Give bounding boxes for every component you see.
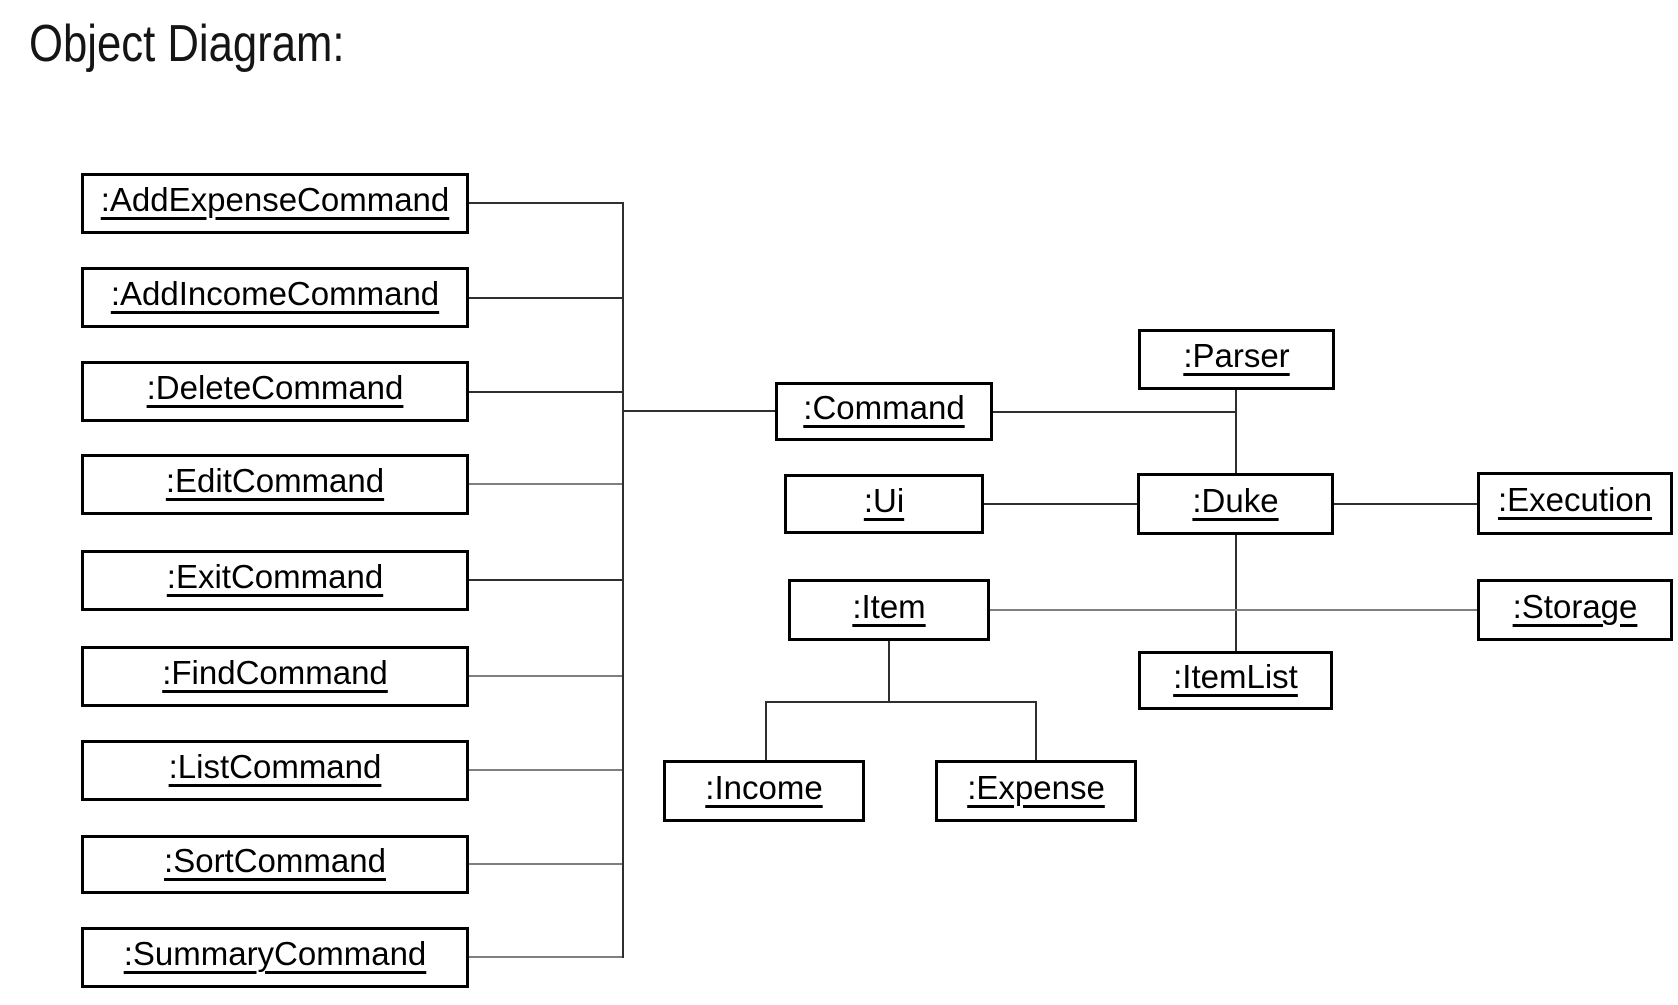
object-duke: :Duke bbox=[1137, 473, 1334, 535]
connector-trunk-vertical bbox=[622, 202, 624, 958]
object-label: :AddExpenseCommand bbox=[100, 181, 450, 219]
object-ui: :Ui bbox=[784, 474, 984, 534]
page-title: Object Diagram: bbox=[29, 15, 345, 73]
connector-exit-to-trunk bbox=[469, 579, 624, 581]
connector-ui-to-duke bbox=[984, 503, 1137, 505]
object-edit-command: :EditCommand bbox=[81, 454, 469, 515]
object-label: :Ui bbox=[863, 481, 905, 519]
object-label: :SummaryCommand bbox=[123, 935, 427, 973]
object-expense: :Expense bbox=[935, 760, 1137, 822]
object-add-income-command: :AddIncomeCommand bbox=[81, 267, 469, 328]
object-label: :Execution bbox=[1497, 481, 1653, 519]
connector-find-to-trunk bbox=[469, 675, 624, 677]
object-label: :Storage bbox=[1512, 587, 1638, 625]
object-delete-command: :DeleteCommand bbox=[81, 361, 469, 422]
connector-item-to-storage bbox=[990, 609, 1477, 611]
connector-item-stem bbox=[888, 641, 890, 702]
connector-list-to-trunk bbox=[469, 769, 624, 771]
connector-summary-to-trunk bbox=[469, 956, 624, 958]
object-label: :AddIncomeCommand bbox=[110, 275, 440, 313]
object-label: :ListCommand bbox=[168, 748, 382, 786]
object-label: :FindCommand bbox=[162, 654, 388, 692]
connector-delete-to-trunk bbox=[469, 391, 624, 393]
object-label: :ExitCommand bbox=[166, 558, 384, 596]
object-sort-command: :SortCommand bbox=[81, 835, 469, 894]
connector-edit-to-trunk bbox=[469, 483, 624, 485]
connector-add-income-to-trunk bbox=[469, 297, 624, 299]
connector-duke-to-execution bbox=[1334, 503, 1477, 505]
object-label: :Command bbox=[803, 389, 965, 427]
object-summary-command: :SummaryCommand bbox=[81, 927, 469, 988]
object-execution: :Execution bbox=[1477, 472, 1673, 535]
object-label: :Expense bbox=[967, 768, 1105, 806]
object-add-expense-command: :AddExpenseCommand bbox=[81, 173, 469, 234]
connector-trunk-to-command bbox=[624, 410, 775, 412]
connector-income-drop bbox=[765, 701, 767, 760]
connector-sort-to-trunk bbox=[469, 863, 624, 865]
object-label: :Income bbox=[705, 768, 823, 806]
object-label: :DeleteCommand bbox=[146, 369, 404, 407]
connector-add-expense-to-trunk bbox=[469, 202, 624, 204]
object-label: :Duke bbox=[1192, 481, 1279, 519]
object-item: :Item bbox=[788, 579, 990, 641]
object-parser: :Parser bbox=[1138, 329, 1335, 390]
object-label: :Parser bbox=[1183, 337, 1290, 375]
connector-duke-to-itemlist bbox=[1235, 535, 1237, 651]
object-find-command: :FindCommand bbox=[81, 646, 469, 707]
connector-command-to-duke-line bbox=[993, 411, 1237, 413]
object-label: :EditCommand bbox=[165, 462, 385, 500]
connector-item-tree-bar bbox=[765, 701, 1037, 703]
connector-parser-duke-vertical bbox=[1235, 390, 1237, 473]
connector-expense-drop bbox=[1035, 701, 1037, 760]
object-command: :Command bbox=[775, 382, 993, 441]
object-exit-command: :ExitCommand bbox=[81, 550, 469, 611]
object-label: :Item bbox=[852, 587, 926, 625]
object-label: :SortCommand bbox=[164, 842, 386, 880]
object-item-list: :ItemList bbox=[1138, 651, 1333, 710]
object-income: :Income bbox=[663, 760, 865, 822]
object-storage: :Storage bbox=[1477, 579, 1673, 641]
object-list-command: :ListCommand bbox=[81, 740, 469, 801]
object-label: :ItemList bbox=[1173, 658, 1298, 696]
